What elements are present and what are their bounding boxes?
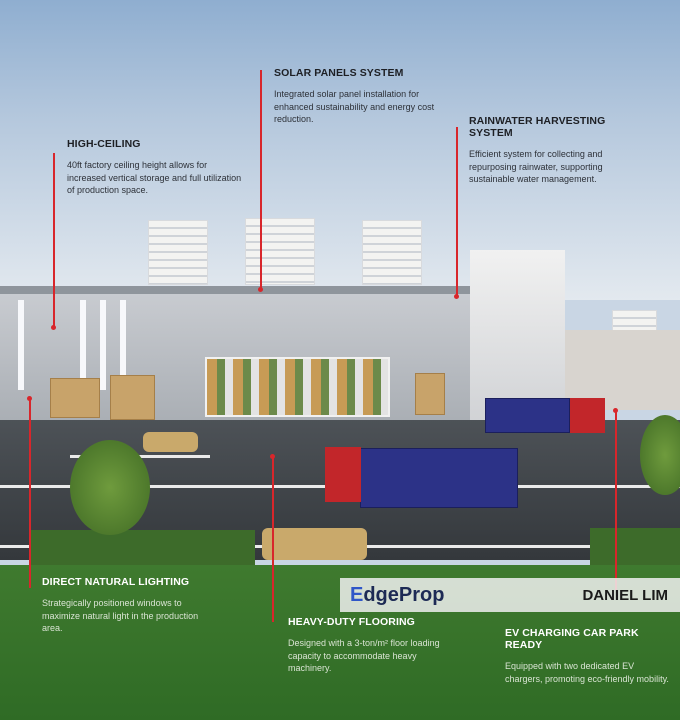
callout-text: Designed with a 3-ton/m² floor loading c… [288, 638, 440, 673]
window [100, 300, 106, 390]
callout-title: RAINWATER HARVESTING SYSTEM [469, 115, 606, 139]
background-building [362, 220, 422, 285]
callout-title: HEAVY-DUTY FLOORING [288, 616, 415, 628]
callout-heavy-duty-flooring: HEAVY-DUTY FLOORING Designed with a 3-to… [288, 616, 453, 675]
car [143, 432, 198, 452]
callout-title: SOLAR PANELS SYSTEM [274, 67, 404, 79]
callout-title: DIRECT NATURAL LIGHTING [42, 576, 190, 588]
truck-cab [325, 447, 361, 502]
background-building [245, 218, 315, 285]
callout-line [272, 456, 274, 622]
tree [70, 440, 150, 535]
callout-line [260, 70, 262, 290]
tree [640, 415, 680, 495]
callout-line [29, 398, 31, 588]
callout-dot [27, 396, 32, 401]
pallet-boxes [415, 373, 445, 415]
truck-trailer [485, 398, 570, 433]
callout-ev-charging: EV CHARGING CAR PARK READY Equipped with… [505, 627, 670, 685]
callout-text: 40ft factory ceiling height allows for i… [67, 160, 242, 195]
agent-name: DANIEL LIM [582, 587, 668, 604]
callout-line [53, 153, 55, 328]
callout-natural-lighting: DIRECT NATURAL LIGHTING Strategically po… [42, 576, 212, 635]
callout-title: HIGH-CEILING [67, 138, 141, 150]
callout-line [615, 410, 617, 590]
callout-dot [51, 325, 56, 330]
watermark-bar: EdgeProp DANIEL LIM [340, 578, 680, 612]
window [120, 300, 126, 390]
callout-high-ceiling: HIGH-CEILING 40ft factory ceiling height… [67, 138, 242, 197]
callout-title: EV CHARGING CAR PARK READY [505, 627, 639, 651]
callout-text: Equipped with two dedicated EV chargers,… [505, 661, 669, 684]
background-buildings-right [560, 330, 680, 410]
truck-trailer [360, 448, 518, 508]
callout-dot [258, 287, 263, 292]
pallet-boxes [50, 378, 100, 418]
callout-dot [270, 454, 275, 459]
truck-cab [570, 398, 605, 433]
callout-text: Integrated solar panel installation for … [274, 89, 435, 124]
solar-roof [0, 286, 470, 294]
car [262, 528, 367, 560]
window [80, 300, 86, 390]
window [18, 300, 24, 390]
hedge [590, 528, 680, 565]
background-building [148, 220, 208, 285]
callout-rainwater: RAINWATER HARVESTING SYSTEM Efficient sy… [469, 115, 644, 186]
sky-background [0, 0, 680, 300]
callout-text: Efficient system for collecting and repu… [469, 149, 603, 184]
callout-text: Strategically positioned windows to maxi… [42, 598, 199, 633]
pallet-boxes [110, 375, 155, 420]
edgeprop-logo: EdgeProp [350, 584, 445, 606]
storage-shelf [205, 357, 390, 417]
hedge [30, 530, 255, 565]
callout-line [456, 127, 458, 297]
callout-solar-panels: SOLAR PANELS SYSTEM Integrated solar pan… [274, 67, 439, 126]
callout-dot [454, 294, 459, 299]
callout-dot [613, 408, 618, 413]
